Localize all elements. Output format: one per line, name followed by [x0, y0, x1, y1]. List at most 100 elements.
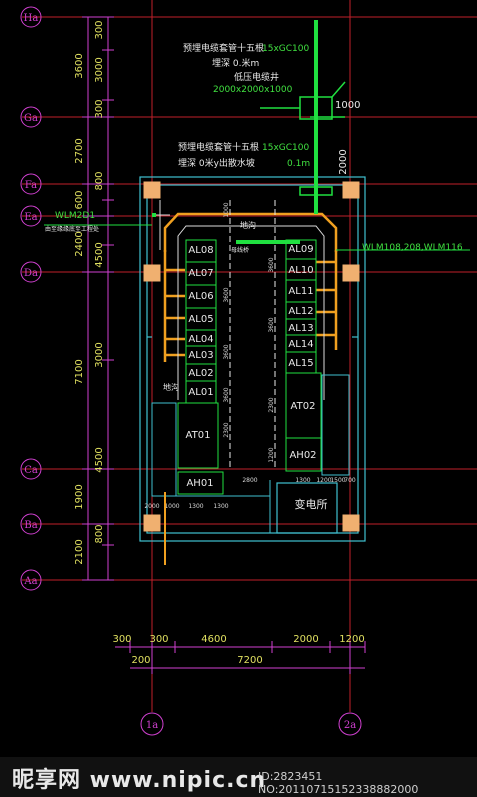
- cable-well-boxes: [260, 81, 346, 196]
- grid-lines-vertical: [151, 0, 351, 712]
- note-wlm-right: WLM108,208,WLM116: [362, 243, 463, 253]
- dim-bottom-total: 7200: [237, 655, 262, 666]
- small-dim-2: 1000: [164, 503, 179, 510]
- panel-ah02: AH02: [289, 450, 316, 461]
- grid-label-ha: Ha: [24, 13, 39, 24]
- trench-label: 地沟: [240, 220, 256, 230]
- note-cable2: 预埋电缆套管十五根: [178, 141, 259, 153]
- dim-bottom-4: 2000: [293, 634, 318, 645]
- note-cable1-spec: 15xGC100: [262, 44, 309, 54]
- inner-dim-10: 2800: [242, 477, 257, 484]
- panel-at01: AT01: [186, 430, 211, 441]
- building-walls: [139, 176, 366, 542]
- inner-dim-3: 3600: [223, 344, 230, 359]
- dim-left-inner-4: 800: [94, 171, 105, 190]
- dim-left-outer-2: 2700: [74, 138, 85, 163]
- note-dim-2000: 2000: [338, 149, 349, 174]
- watermark-bar: [0, 757, 477, 797]
- cable-trench: [163, 212, 338, 362]
- dim-bottom-5: 1200: [339, 634, 364, 645]
- note-wlm-left-sub: 由至缘缘底至工程处: [45, 225, 99, 233]
- grid-label-ea: Ea: [24, 212, 37, 223]
- dim-bottom-1: 300: [112, 634, 131, 645]
- dim-left-inner-1: 300: [94, 20, 105, 39]
- grid-label-ga: Ga: [24, 113, 38, 124]
- structural-columns: [143, 181, 360, 532]
- dim-left-inner-7: 3000: [94, 342, 105, 367]
- panel-al14: AL14: [288, 339, 313, 350]
- dim-left-outer-5: 1900: [74, 484, 85, 509]
- cable-routes: [152, 20, 318, 244]
- grid-label-fa: Fa: [25, 180, 37, 191]
- inner-dim-4: 3600: [268, 257, 275, 272]
- panel-at02: AT02: [291, 401, 316, 412]
- small-dim-5: 1500: [330, 477, 345, 484]
- panel-al15: AL15: [288, 358, 313, 369]
- note-cable1-depth: 埋深 0.米m: [212, 57, 259, 69]
- grid-bubbles-cols: [140, 712, 362, 736]
- grid-label-ca: Ca: [24, 465, 38, 476]
- note-cable2-depth2: 0.1m: [287, 159, 310, 169]
- dim-bottom-sub-1: 200: [131, 655, 150, 666]
- left-dimension-lines: [82, 16, 114, 581]
- panel-al01: AL01: [188, 387, 213, 398]
- dim-left-outer-1: 3600: [74, 53, 85, 78]
- dim-bottom-2: 300: [149, 634, 168, 645]
- watermark-id: ID:2823451 NO:20110715152338882000: [258, 770, 419, 796]
- dim-bottom-3: 4600: [201, 634, 226, 645]
- grid-label-aa: Aa: [23, 576, 37, 587]
- note-dim-1000: 1000: [335, 100, 360, 111]
- inner-dim-7: 2300: [268, 397, 275, 412]
- dim-left-inner-6: 4500: [94, 242, 105, 267]
- watermark-logo: 昵享网 www.nipic.cn: [12, 768, 267, 793]
- inner-dim-2: 3600: [223, 287, 230, 302]
- panel-al11: AL11: [288, 286, 313, 297]
- big-panels: [177, 372, 322, 495]
- note-cable2-depth: 埋深 0米y出散水坡: [178, 157, 255, 169]
- dim-left-inner-2: 3000: [94, 57, 105, 82]
- panel-ah01: AH01: [186, 478, 213, 489]
- panel-al08: AL08: [188, 245, 213, 256]
- panel-al06: AL06: [188, 291, 213, 302]
- inner-dim-11: 1300: [295, 477, 310, 484]
- grid-bubbles-rows: [20, 6, 42, 591]
- grid-label-da: Da: [24, 268, 38, 279]
- panel-al09: AL09: [288, 244, 313, 255]
- dim-left-outer-3: 2400: [74, 231, 85, 256]
- note-cable1: 预埋电缆套管十五根: [183, 42, 264, 54]
- grid-label-1a: 1a: [146, 720, 158, 731]
- dim-left-outer-6: 2100: [74, 539, 85, 564]
- dim-left-inner-5: 600: [74, 190, 85, 209]
- inner-dim-12: 1200: [316, 477, 331, 484]
- small-dim-3: 1300: [188, 503, 203, 510]
- small-dim-6: 700: [344, 477, 356, 484]
- panel-al12: AL12: [288, 306, 313, 317]
- panel-al13: AL13: [288, 323, 313, 334]
- small-dim-1: 2000: [144, 503, 159, 510]
- small-dim-4: 1300: [213, 503, 228, 510]
- inner-dim-1: 1000: [223, 202, 230, 217]
- inner-dim-8: 3600: [223, 387, 230, 402]
- panel-al02: AL02: [188, 368, 213, 379]
- panel-al10: AL10: [288, 265, 313, 276]
- grid-label-2a: 2a: [344, 720, 356, 731]
- note-cable2-spec: 15xGC100: [262, 143, 309, 153]
- dim-left-inner-8: 4500: [94, 447, 105, 472]
- dim-left-inner-9: 800: [94, 524, 105, 543]
- panel-al07: AL07: [188, 268, 213, 279]
- room-label: 变电所: [295, 497, 328, 511]
- inner-dim-6: 2300: [223, 422, 230, 437]
- inner-dim-5: 3600: [268, 317, 275, 332]
- panel-al04: AL04: [188, 334, 213, 345]
- note-wlm-left: WLM2D1: [55, 211, 95, 221]
- panel-al05: AL05: [188, 314, 213, 325]
- center-lines: [229, 200, 276, 470]
- dim-left-outer-4: 7100: [74, 359, 85, 384]
- trench-label-left: 地沟: [163, 382, 179, 392]
- dim-left-inner-3: 300: [94, 99, 105, 118]
- busbar-label: 母线桥: [231, 246, 249, 254]
- inner-dim-9: 1200: [268, 447, 275, 462]
- note-well-size: 2000x2000x1000: [213, 85, 293, 95]
- panel-al03: AL03: [188, 350, 213, 361]
